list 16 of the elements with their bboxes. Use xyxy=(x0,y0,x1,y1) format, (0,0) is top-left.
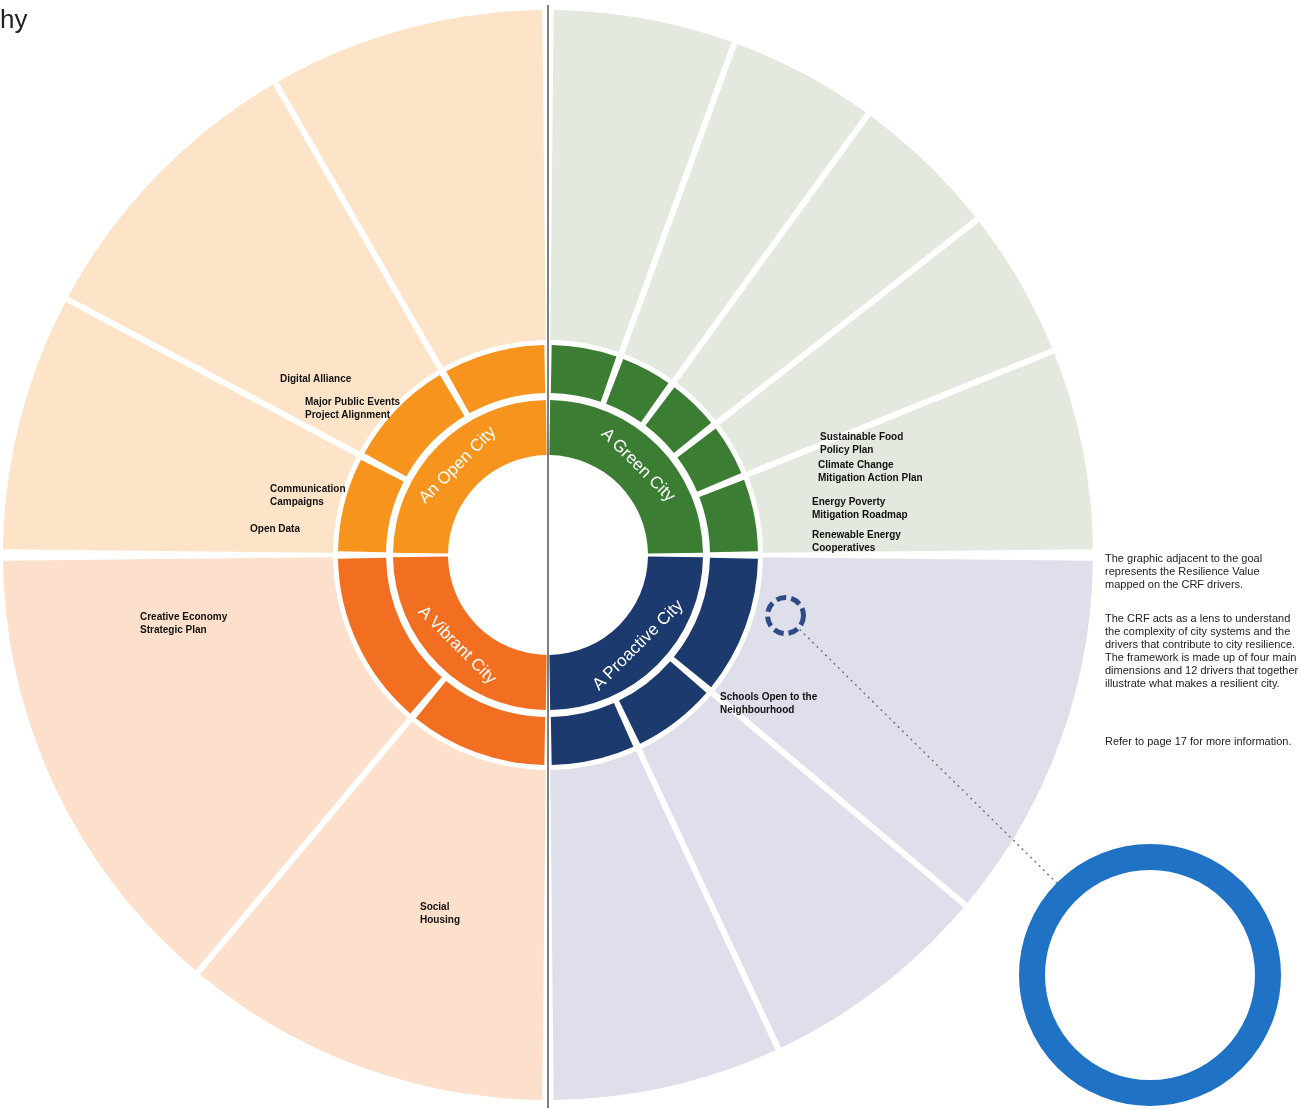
project-name: Communication Campaigns xyxy=(270,482,347,508)
heading-fragment: hy xyxy=(0,4,29,34)
project-name: Creative Economy Strategic Plan xyxy=(140,610,229,636)
project-name: Digital Alliance xyxy=(280,372,353,385)
note-text: Refer to page 17 for more information. xyxy=(1105,735,1293,748)
leader-line xyxy=(798,628,1058,884)
project-name: Renewable Energy Cooperatives xyxy=(812,528,902,554)
project-name: Climate Change Mitigation Action Plan xyxy=(818,458,924,484)
project-name: Major Public Events Project Alignment xyxy=(305,395,402,421)
note-text: The CRF acts as a lens to understand the complexity of city systems and the drivers that contribute to city resilience. The framework is made up of four main dimensions and 12 drivers that together illustrate what makes a resilient city. xyxy=(1105,612,1300,690)
project-name: Social Housing xyxy=(420,900,461,926)
project-name: Sustainable Food Policy Plan xyxy=(820,430,905,456)
project-name: Energy Poverty Mitigation Roadmap xyxy=(812,495,909,521)
project-name: Open Data xyxy=(250,522,301,535)
project-name: Schools Open to the Neighbourhood xyxy=(720,690,819,716)
note-text: The graphic adjacent to the goal represents the Resilience Value mapped on the CRF drivers. xyxy=(1105,552,1264,591)
